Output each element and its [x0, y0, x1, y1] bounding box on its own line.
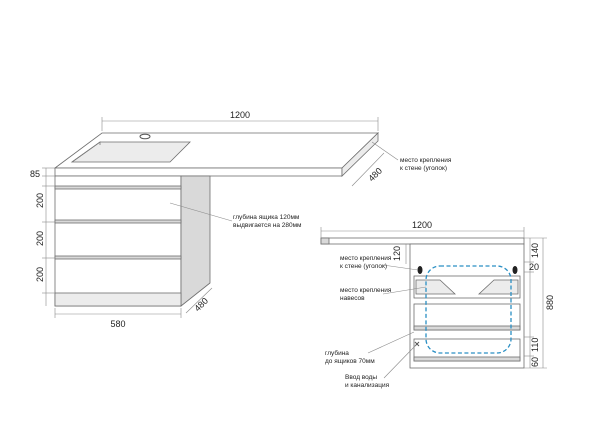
note-drawer-depth-line1: глубина ящика 120мм: [233, 213, 300, 221]
siphon-zone-dashed: [425, 265, 512, 354]
label-110: 110: [530, 338, 540, 352]
dim-line-depth-top: [351, 152, 385, 187]
label-drawer-2-200: 200: [35, 231, 45, 246]
label-120: 120: [392, 246, 402, 261]
label-top-85: 85: [30, 169, 40, 179]
label-20: 20: [529, 262, 539, 272]
note-hinge-line2: навесов: [340, 295, 365, 302]
sink-inner-edge: [71, 141, 101, 163]
note-front-wall-line2: к стене (уголок): [340, 263, 387, 270]
note-drawer-depth-line2: выдвигается на 280мм: [233, 222, 302, 229]
cabinet-plinth: [54, 292, 182, 307]
label-cabinet-depth-480: 480: [192, 296, 210, 314]
leader-depth: [367, 331, 415, 354]
cabinet-front: [54, 175, 182, 307]
note-water-line1: Ввод воды: [345, 374, 377, 381]
right-front-view: 1200 140 20 880 110 60 120 место креплен…: [320, 220, 555, 389]
leader-wall-note: [371, 141, 399, 161]
leader-drawer-note: [169, 202, 233, 222]
drawer-gap-1: [54, 185, 182, 190]
note-front-wall-line1: место крепления: [340, 255, 392, 262]
cabinet-side: [180, 175, 211, 307]
leader-water: [383, 344, 417, 379]
countertop-side: [341, 132, 379, 177]
label-width-1200: 1200: [230, 110, 250, 120]
note-depth-line2: до ящиков 70мм: [325, 358, 375, 365]
hinge-bracket-right: [477, 279, 519, 295]
front-countertop: [320, 237, 525, 245]
drawer-gap-2: [54, 219, 182, 224]
leader-hinge: [382, 286, 427, 295]
drawer-gap-3: [54, 255, 182, 260]
wall-mount-left: [417, 266, 423, 274]
note-depth-line1: глубина: [325, 349, 349, 357]
label-drawer-1-200: 200: [35, 193, 45, 208]
countertop-front: [54, 167, 343, 177]
dim-line-cabinet-depth: [185, 287, 213, 314]
label-140: 140: [530, 243, 540, 258]
label-drawer-3-200: 200: [35, 267, 45, 282]
note-wall-line2: к стене (уголок): [400, 165, 447, 172]
label-60: 60: [530, 357, 540, 367]
faucet-hole: [139, 133, 151, 140]
wall-mount-right: [512, 266, 518, 274]
note-hinge-line1: место крепления: [340, 287, 392, 294]
label-cabinet-580: 580: [110, 319, 125, 329]
left-perspective-view: 1200 480 85 200 200 200 580 480 глубина …: [30, 110, 452, 329]
leader-front-wall: [382, 264, 419, 271]
note-water-line2: и канализация: [345, 382, 390, 389]
label-880: 880: [545, 295, 555, 310]
label-front-width-1200: 1200: [412, 220, 432, 230]
note-wall-line1: место крепления: [400, 157, 452, 164]
